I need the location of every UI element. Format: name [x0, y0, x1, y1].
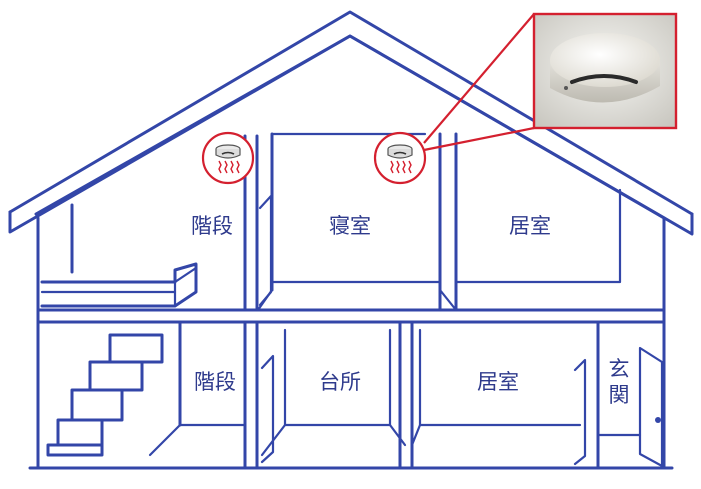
floor1-stairs-label: 階段	[194, 370, 236, 394]
door-knob	[655, 417, 661, 423]
floor2-living-label: 居室	[509, 214, 551, 238]
floor2-bedroom-label: 寝室	[329, 214, 371, 238]
smoke-detector-icon	[201, 131, 255, 185]
roof	[8, 10, 694, 236]
smoke-detector-photo	[532, 12, 678, 130]
house-structure	[28, 132, 674, 470]
entrance-label-top: 玄	[609, 357, 630, 381]
floor2-stairs-label: 階段	[191, 214, 233, 238]
smoke-detector-icon	[373, 131, 427, 185]
callout-line-bottom	[423, 126, 535, 152]
entrance-label-bottom: 関	[609, 383, 630, 407]
callout-line-top	[423, 13, 535, 144]
floor1-kitchen-label: 台所	[319, 370, 361, 394]
floor1-living-label: 居室	[477, 370, 519, 394]
